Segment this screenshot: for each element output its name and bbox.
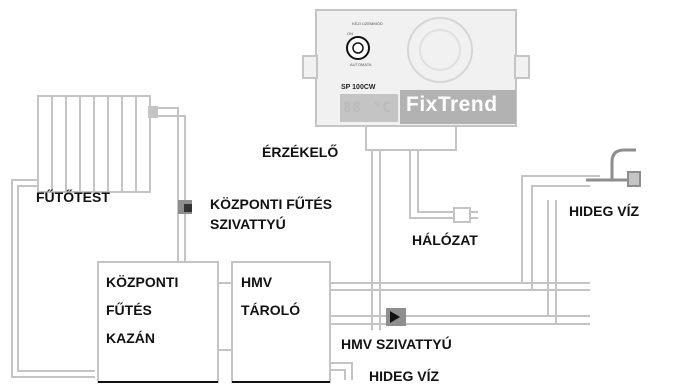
radiator-return-pipe [17,185,95,372]
radiator-flow-pipe-inner [150,115,186,262]
device-mode-on-label: ON [347,31,353,36]
device-unit: °C [373,100,392,116]
radiator [37,95,151,193]
mains-label: HÁLÓZAT [412,232,478,248]
cold-water-bottom-label: HIDEG VÍZ [369,368,440,384]
cold-water-inlet-pipe-2 [330,369,346,380]
boiler-label-1: KÖZPONTI [106,274,179,290]
controller-device [302,9,530,151]
radiator-label: FŰTŐTEST [36,189,110,205]
cold-water-top-label: HIDEG VÍZ [569,203,640,219]
cold-water-inlet-pipe [330,362,353,380]
device-mode-top-label: KÉZI ÜZEMMÓD [352,21,383,26]
device-brand: FixTrend [406,93,498,116]
water-tap [586,148,641,187]
device-model: SP 100CW [341,84,376,91]
boiler-label-3: KAZÁN [106,330,155,346]
radiator-return-pipe-inner [11,179,95,378]
device-display: 88 [343,100,362,116]
brand-panel [400,90,516,124]
tap-riser-outer [521,175,600,283]
hmv-pump [386,308,406,326]
mains-cable-2 [417,150,455,213]
tap-riser-inner [531,185,590,290]
device-mode-auto-label: AUTOMATA [350,62,372,67]
mains-plug [453,207,478,223]
tank-label-1: HMV [241,274,273,290]
cable-gland [365,125,457,151]
tank-box [231,261,331,383]
boiler-label-2: FŰTÉS [106,302,152,318]
display-panel [340,94,398,122]
mains-cable [409,150,455,219]
radiator-flow-pipe [150,107,179,262]
sensor-label: ÉRZÉKELŐ [262,144,339,160]
tank-label-2: TÁROLÓ [241,302,301,318]
heating-pump-label-1: KÖZPONTI FŰTÉS [210,196,333,212]
heating-pump [178,200,192,214]
heating-pump-label-2: SZIVATTYÚ [210,216,286,232]
temp-dial [407,17,473,83]
hmv-pump-label: HMV SZIVATTYÚ [341,336,452,352]
radiator-valve [148,106,158,118]
